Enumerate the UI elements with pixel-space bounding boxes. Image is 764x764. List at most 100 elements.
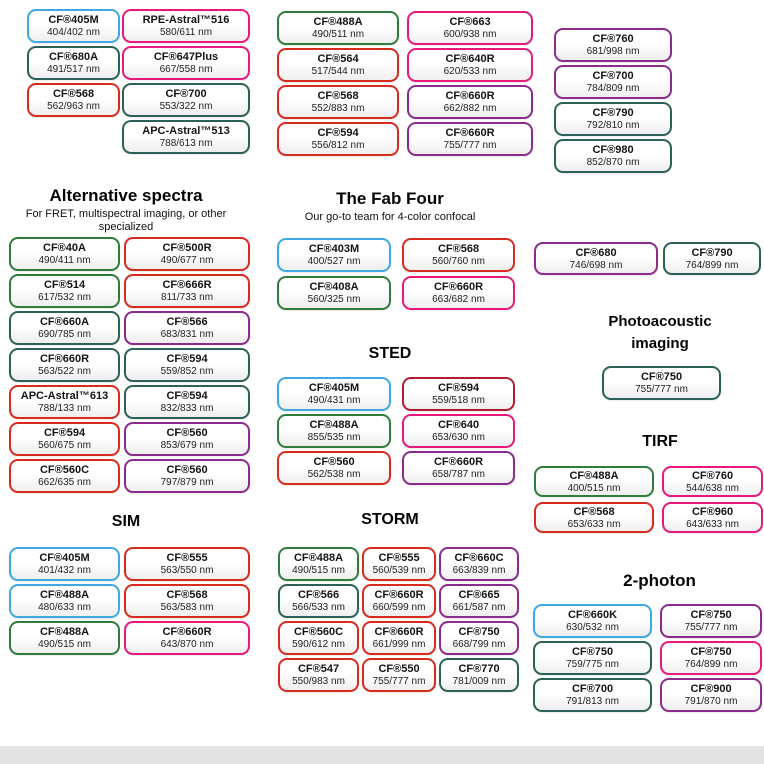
dye-name: CF®594	[166, 353, 208, 365]
dye-name: CF®488A	[313, 16, 363, 28]
dye-name: CF®568	[317, 90, 359, 102]
dye-name: CF®700	[165, 88, 207, 100]
section-title: TIRF	[642, 433, 678, 450]
dye-name: CF®770	[458, 663, 500, 675]
dye-wavelengths: 653/630 nm	[432, 432, 485, 443]
dye-wavelengths: 855/535 nm	[307, 432, 361, 443]
dye-name: RPE-Astral™516	[142, 14, 230, 26]
dye-name: CF®660R	[374, 589, 424, 601]
dye-name: CF®560	[166, 464, 208, 476]
dye-wavelengths: 658/787 nm	[432, 469, 485, 480]
dye-wavelengths: 404/402 nm	[47, 27, 100, 38]
dye-wavelengths: 490/431 nm	[307, 395, 361, 406]
dye-wavelengths: 544/638 nm	[686, 482, 739, 494]
dye-name: CF®700	[571, 683, 614, 695]
dye-wavelengths: 490/677 nm	[160, 255, 214, 266]
dye-name: CF®488A	[309, 419, 359, 431]
dye-wavelengths: 661/999 nm	[372, 639, 426, 650]
dye-name: CF®405M	[48, 14, 99, 26]
dye-wavelengths: 662/635 nm	[38, 477, 91, 488]
dye-name: CF®405M	[39, 552, 90, 564]
dye-name: CF®680A	[48, 51, 99, 63]
dye-wavelengths: 662/882 nm	[443, 103, 497, 114]
dye-name: CF®660R	[433, 456, 484, 468]
dye-name: CF®750	[571, 646, 614, 658]
dye-wavelengths: 560/539 nm	[372, 565, 426, 576]
dye-name: CF®488A	[39, 589, 90, 601]
section-title: SIM	[111, 513, 141, 530]
dye-name: CF®488A	[569, 469, 619, 482]
dye-name: CF®640	[437, 419, 480, 431]
dye-wavelengths: 630/532 nm	[566, 622, 619, 633]
section-title: STED	[368, 345, 412, 362]
section-title: Alternative spectra	[49, 186, 203, 205]
dye-name: CF®660C	[454, 552, 504, 564]
section-title-line-1: Photoacoustic	[608, 313, 712, 330]
dye-name: CF®665	[458, 589, 500, 601]
dye-wavelengths: 617/532 nm	[38, 292, 91, 303]
section-title: 2-photon	[623, 571, 696, 590]
dye-wavelengths: 490/511 nm	[311, 29, 365, 40]
dye-name: CF®960	[691, 505, 734, 518]
dye-name: CF®760	[592, 33, 634, 45]
dye-name: CF®403M	[308, 243, 360, 255]
dye-wavelengths: 562/538 nm	[307, 469, 361, 480]
dye-name: CF®900	[690, 683, 732, 695]
dye-wavelengths: 811/733 nm	[160, 292, 214, 303]
dye-wavelengths: 550/983 nm	[292, 676, 345, 687]
dye-wavelengths: 690/785 nm	[38, 329, 91, 340]
dye-wavelengths: 683/831 nm	[160, 329, 214, 340]
dye-name: CF®550	[378, 663, 420, 675]
dye-wavelengths: 788/613 nm	[159, 138, 213, 149]
dye-name: CF®564	[317, 53, 359, 65]
dye-name: CF®500R	[162, 242, 212, 254]
dye-name: CF®760	[691, 469, 734, 482]
dye-wavelengths: 746/698 nm	[569, 259, 623, 271]
dye-name: CF®750	[690, 646, 732, 658]
dye-wavelengths: 663/682 nm	[432, 294, 485, 305]
dye-wavelengths: 643/633 nm	[686, 518, 739, 530]
dye-wavelengths: 490/411 nm	[38, 255, 91, 266]
dye-name: CF®980	[592, 144, 634, 156]
dye-wavelengths: 401/432 nm	[38, 565, 91, 576]
dye-wavelengths: 400/527 nm	[307, 256, 361, 267]
dye-name: CF®660R	[433, 281, 484, 293]
dye-wavelengths: 559/852 nm	[160, 366, 214, 377]
dye-name: CF®547	[297, 663, 340, 675]
section-header-storm: STORM	[270, 510, 510, 529]
dye-name: CF®660R	[445, 90, 495, 102]
dye-wavelengths: 563/550 nm	[160, 565, 214, 576]
dye-name: CF®680	[575, 246, 617, 259]
dye-wavelengths: 661/587 nm	[452, 602, 506, 613]
